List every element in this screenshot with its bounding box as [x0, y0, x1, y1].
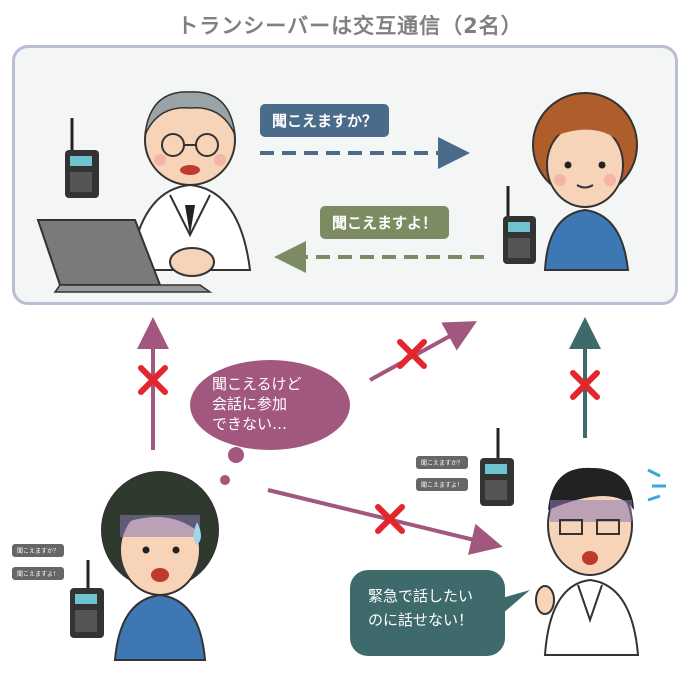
worried-nurse-figure: [101, 471, 219, 661]
cross-icon-diagonal: [397, 339, 427, 369]
thought-line-3: できない…: [212, 415, 288, 433]
transceiver-icon-top-left: [65, 118, 99, 198]
arrow-diagonal-up: [369, 321, 478, 382]
cross-icon-middle: [375, 504, 405, 534]
urgent-speech-bubble: 緊急で話したい のに話せない！: [350, 570, 505, 656]
thought-line-1: 聞こえるけど: [212, 375, 302, 393]
laptop-icon: [36, 219, 215, 293]
question-speech-bubble: 聞こえますか？: [260, 104, 390, 137]
urgent-line-1: 緊急で話したい: [368, 587, 474, 605]
thought-dot-large: [228, 447, 244, 463]
arrow-to-doctor: [267, 488, 503, 555]
answer-speech-bubble: 聞こえますよ！: [320, 206, 450, 239]
thought-line-2: 会話に参加: [212, 395, 288, 413]
mini-bubble-right-question: 聞こえますか？: [416, 456, 469, 469]
mini-bubble-left-question: 聞こえますか？: [12, 544, 65, 557]
doctor-figure: [128, 91, 252, 271]
blocked-cross-icons: [138, 339, 600, 534]
worried-doctor-figure: [535, 467, 666, 656]
transceiver-icon-bottom-right: [480, 428, 514, 506]
diagram-title: トランシーバーは交互通信（2名）: [177, 14, 523, 38]
mini-bubble-left-answer: 聞こえますよ！: [12, 567, 65, 580]
urgent-line-2: のに話せない！: [368, 611, 474, 629]
transceiver-icon-bottom-left: [70, 560, 104, 638]
thought-dot-small: [220, 475, 230, 485]
thought-bubble: 聞こえるけど 会話に参加 できない…: [190, 360, 350, 450]
nurse-figure: [532, 92, 638, 271]
transceiver-icon-top-right: [503, 186, 536, 264]
mini-bubble-right-answer: 聞こえますよ！: [416, 478, 469, 491]
cross-icon-right: [570, 370, 600, 400]
cross-icon-left: [138, 365, 168, 395]
